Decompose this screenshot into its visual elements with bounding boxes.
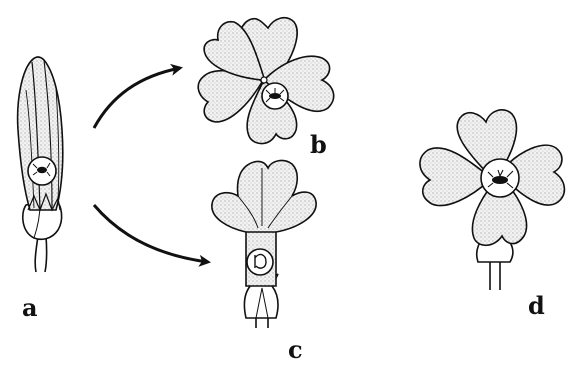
curved-arrow-icon [94, 68, 180, 128]
flower-side-view-c [212, 161, 316, 328]
panel-label-c: c [288, 338, 303, 362]
flower-top-view-b [198, 18, 333, 144]
flower-front-view-d [420, 110, 564, 290]
curved-arrow-icon [94, 205, 208, 262]
panel-label-b: b [310, 133, 327, 157]
panel-label-a: a [22, 296, 38, 320]
flower-bud-a [18, 57, 63, 272]
panel-label-d: d [528, 294, 545, 318]
